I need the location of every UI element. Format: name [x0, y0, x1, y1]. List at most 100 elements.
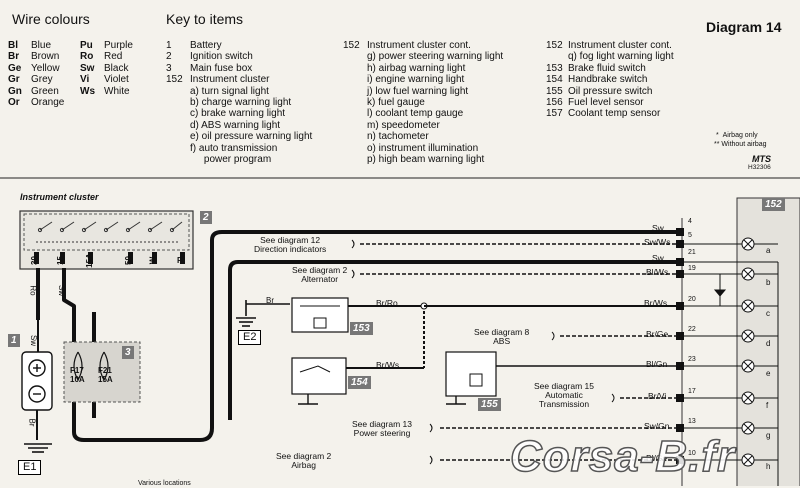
- earth-e1-icon: [24, 443, 52, 453]
- instrument-cluster-label: Instrument cluster: [20, 192, 99, 202]
- bus-wires: [360, 243, 682, 461]
- watermark-logo: Corsa-B.fr: [509, 431, 736, 482]
- ignition-contacts: [36, 221, 183, 243]
- lamp-letter: g: [766, 431, 771, 440]
- lamp-letter: a: [766, 246, 771, 255]
- key-item: a) turn signal light: [190, 85, 269, 97]
- earth-e2-icon: [236, 300, 256, 327]
- key-item: power program: [190, 154, 272, 166]
- lamp-letter: f: [766, 401, 769, 410]
- airbag-only-note: * Airbag only: [716, 132, 758, 139]
- fuse-box-tag: 3: [122, 346, 134, 359]
- key-item: n) tachometer: [367, 131, 429, 143]
- diagram-title: Diagram 14: [706, 19, 782, 35]
- pin-number: 5: [688, 232, 692, 239]
- bus-wire-label: Bl/Gn: [646, 359, 668, 369]
- break-marks: [351, 239, 615, 465]
- pin-number: 19: [688, 265, 696, 272]
- terminal-label: P: [177, 256, 183, 265]
- reference-code: H32306: [748, 164, 771, 171]
- key-item: p) high beam warning light: [367, 154, 485, 166]
- ignition-switch-body: [19, 210, 194, 270]
- ignition-switch-tag: 2: [200, 211, 212, 224]
- key-item: d) ABS warning light: [190, 119, 281, 131]
- wire-label: Sw: [57, 284, 67, 297]
- mts-logo: MTS: [752, 154, 771, 164]
- bus-wire-label: Sw: [652, 223, 664, 233]
- bus-wire-label: Sw/Ws: [644, 237, 671, 247]
- key-item: b) charge warning light: [190, 97, 292, 109]
- wire-label: Br/Ws: [376, 360, 400, 370]
- wire-label: Br: [27, 418, 37, 427]
- handbrake-switch-tag: 154: [348, 376, 371, 389]
- battery-positive-icon: [28, 359, 46, 377]
- terminal-label: 50: [123, 256, 133, 265]
- lamp-letter: e: [766, 369, 771, 378]
- key-item: l) coolant temp gauge: [367, 108, 464, 120]
- pin-number: 4: [688, 218, 692, 225]
- key-item: g) power steering warning light: [367, 51, 504, 63]
- bus-wire-label: Sw/Gn: [644, 421, 670, 431]
- key-item: c) brake warning light: [190, 108, 286, 120]
- battery-tag: 1: [8, 334, 20, 347]
- lamp-letter: d: [766, 339, 771, 348]
- cluster-lamps: [684, 237, 779, 486]
- wire-label: Sw: [29, 334, 39, 347]
- terminal-label: 15: [55, 256, 65, 265]
- bus-wire-label: Bl/Ge: [646, 453, 668, 463]
- lamp-letter: c: [766, 309, 770, 318]
- pin-number: 22: [688, 326, 696, 333]
- key-item: q) fog light warning light: [568, 51, 674, 63]
- wire-label: Ro: [28, 285, 38, 296]
- key-item: j) low fuel warning light: [367, 85, 469, 97]
- terminal-label: 15A: [84, 253, 94, 268]
- terminal-label: W: [148, 256, 158, 265]
- bus-wire-label: Bl/Ws: [646, 267, 669, 277]
- bus-wire-label: Br/Vi: [648, 391, 667, 401]
- earth-e1-label: E1: [18, 460, 42, 475]
- brake-fluid-switch-body: [291, 297, 349, 333]
- bus-wire-label: Br/Ge: [646, 329, 669, 339]
- bus-wire-label: Br/Ws: [644, 298, 668, 308]
- pin-number: 13: [688, 418, 696, 425]
- wire-colours-title: Wire colours: [12, 11, 90, 27]
- lamp-letter: h: [766, 462, 771, 471]
- instrument-cluster-tag: 152: [762, 198, 785, 211]
- pin-number: 20: [688, 296, 696, 303]
- key-item: m) speedometer: [367, 119, 440, 131]
- brake-fluid-switch-tag: 153: [350, 322, 373, 335]
- battery-body: [21, 351, 53, 411]
- pin-number: 21: [688, 249, 696, 256]
- key-item: e) oil pressure warning light: [190, 131, 313, 143]
- key-to-items-title: Key to items: [166, 11, 244, 27]
- bus-wire-label: Sw: [652, 253, 664, 263]
- key-item: o) instrument illumination: [367, 142, 479, 154]
